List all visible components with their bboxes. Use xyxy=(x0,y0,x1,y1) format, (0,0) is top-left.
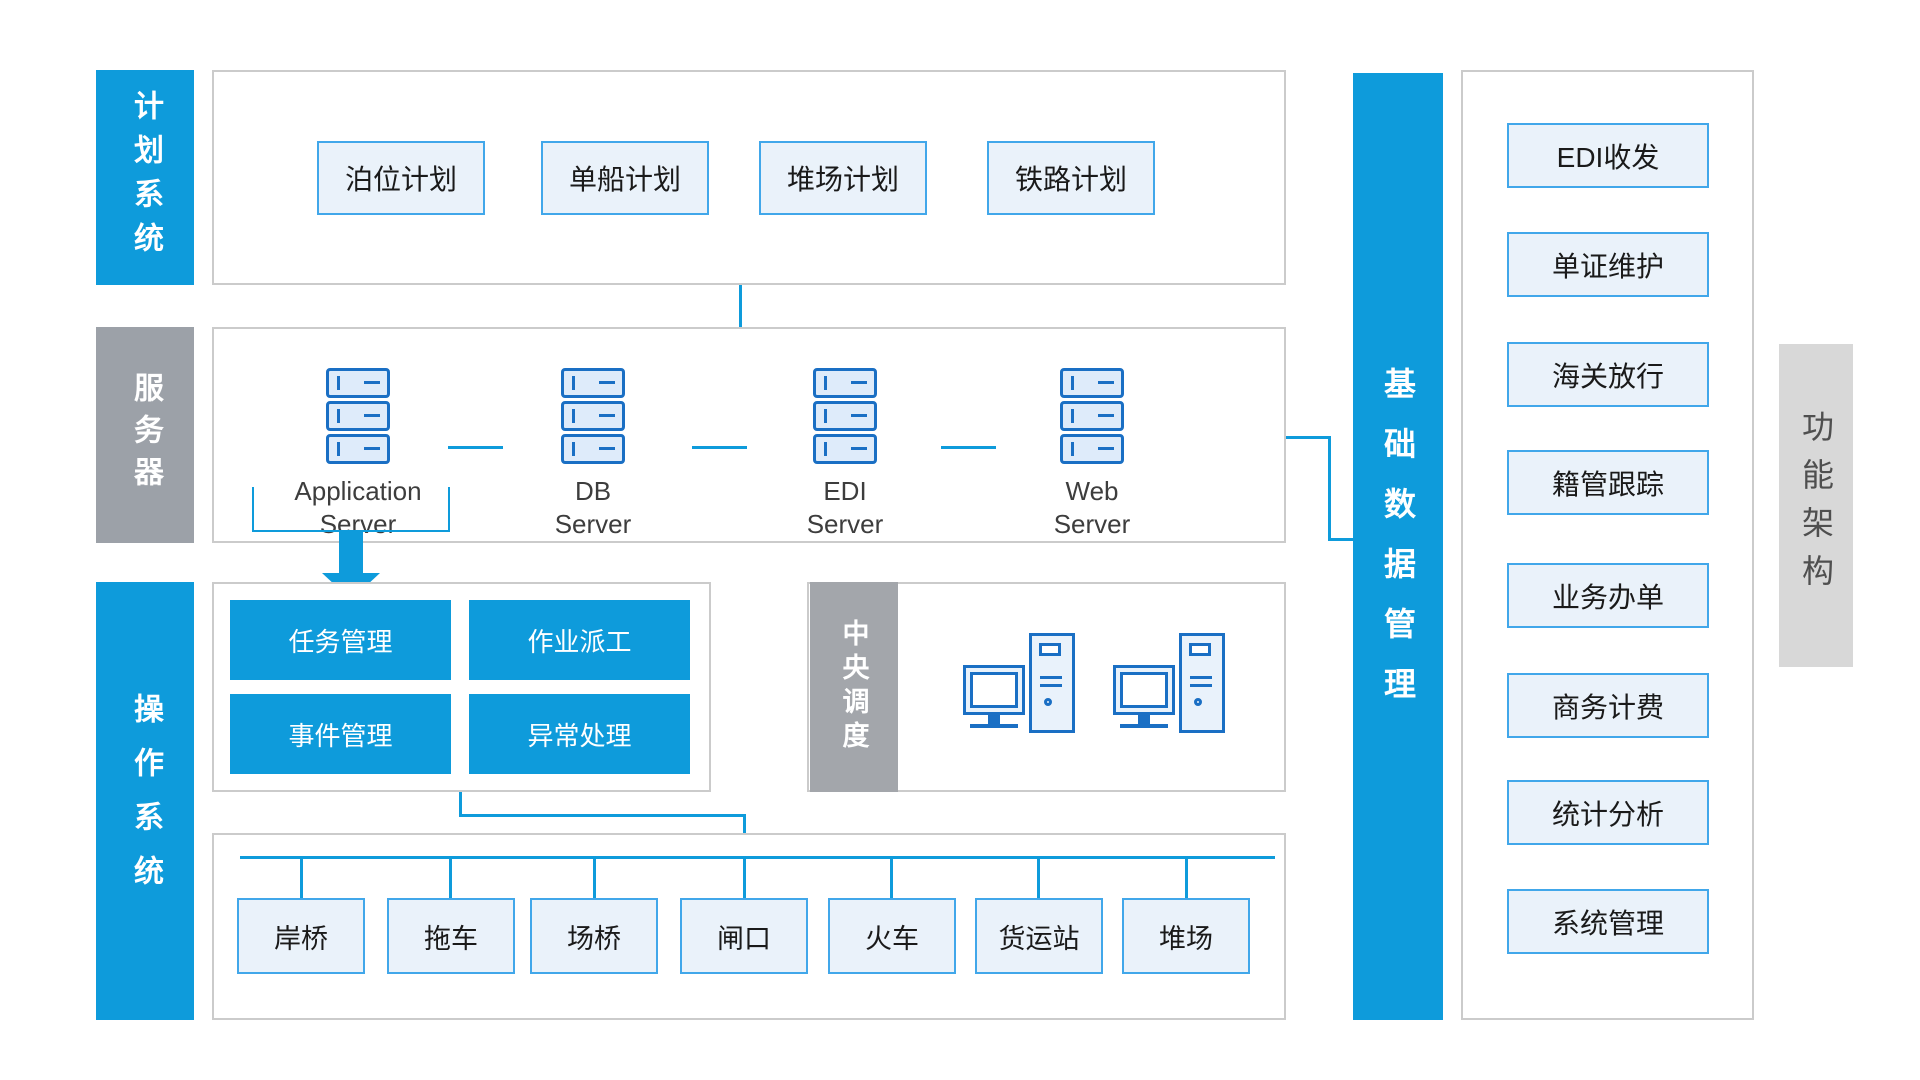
rail-planning-system: 计划系统 xyxy=(96,70,194,285)
node-edi-exchange: EDI收发 xyxy=(1507,123,1709,188)
node-berth-plan: 泊位计划 xyxy=(317,141,485,215)
server-label-web: Web Server xyxy=(1053,476,1131,539)
node-yard: 堆场 xyxy=(1122,898,1250,974)
base-data-management-bar: 基础数据管理 xyxy=(1353,73,1443,1020)
equipment-drop-line xyxy=(593,857,596,898)
node-gate: 闸口 xyxy=(680,898,808,974)
node-task-management: 任务管理 xyxy=(230,600,451,680)
server-link-dash xyxy=(692,446,747,449)
node-exception-handling: 异常处理 xyxy=(469,694,690,774)
connector-ops-down xyxy=(459,792,462,817)
node-container-tracking: 籍管跟踪 xyxy=(1507,450,1709,515)
workstation-pc-icon xyxy=(1113,633,1225,741)
base-functions-box xyxy=(1461,70,1754,1020)
rail-operation-label: 操作系统 xyxy=(129,693,162,909)
node-train: 火车 xyxy=(828,898,956,974)
node-freight-station: 货运站 xyxy=(975,898,1103,974)
equipment-drop-line xyxy=(743,857,746,898)
equipment-drop-line xyxy=(890,857,893,898)
rail-server-label: 服务器 xyxy=(129,372,162,498)
server-link-dash xyxy=(941,446,996,449)
equipment-bus-line xyxy=(240,856,1275,859)
server-link-dash xyxy=(448,446,503,449)
down-arrow-icon xyxy=(339,532,363,574)
server-icon xyxy=(326,368,390,467)
function-architecture-label: 功能架构 xyxy=(1798,409,1834,602)
node-event-management: 事件管理 xyxy=(230,694,451,774)
node-statistics-analysis: 统计分析 xyxy=(1507,780,1709,845)
node-quay-crane: 岸桥 xyxy=(237,898,365,974)
node-rail-plan: 铁路计划 xyxy=(987,141,1155,215)
server-icon xyxy=(813,368,877,467)
connector-plan-to-server xyxy=(739,285,742,327)
workstation-pc-icon xyxy=(963,633,1075,741)
connector-server-to-bar xyxy=(1328,538,1353,541)
node-yard-crane: 场桥 xyxy=(530,898,658,974)
central-dispatch-strip: 中央调度 xyxy=(810,582,898,792)
server-icon xyxy=(1060,368,1124,467)
node-vessel-plan: 单船计划 xyxy=(541,141,709,215)
central-dispatch-label: 中央调度 xyxy=(838,619,869,755)
equipment-drop-line xyxy=(1037,857,1040,898)
function-architecture-bar: 功能架构 xyxy=(1779,344,1853,667)
base-data-management-label: 基础数据管理 xyxy=(1380,366,1416,727)
node-trailer: 拖车 xyxy=(387,898,515,974)
connector-server-to-bar xyxy=(1286,436,1331,439)
rail-server: 服务器 xyxy=(96,327,194,543)
connector-ops-across xyxy=(459,814,746,817)
equipment-drop-line xyxy=(300,857,303,898)
node-system-management: 系统管理 xyxy=(1507,889,1709,954)
node-document-maintenance: 单证维护 xyxy=(1507,232,1709,297)
node-commercial-billing: 商务计费 xyxy=(1507,673,1709,738)
equipment-drop-line xyxy=(1185,857,1188,898)
connector-server-to-bar xyxy=(1328,436,1331,541)
node-yard-plan: 堆场计划 xyxy=(759,141,927,215)
rail-operation-system: 操作系统 xyxy=(96,582,194,1020)
node-job-dispatch: 作业派工 xyxy=(469,600,690,680)
rail-planning-label: 计划系统 xyxy=(129,89,162,266)
server-label-edi: EDI Server xyxy=(806,476,884,539)
bracket-application-server xyxy=(252,487,450,532)
server-icon xyxy=(561,368,625,467)
node-customs-release: 海关放行 xyxy=(1507,342,1709,407)
node-business-order: 业务办单 xyxy=(1507,563,1709,628)
equipment-drop-line xyxy=(449,857,452,898)
server-label-db: DB Server xyxy=(554,476,632,539)
